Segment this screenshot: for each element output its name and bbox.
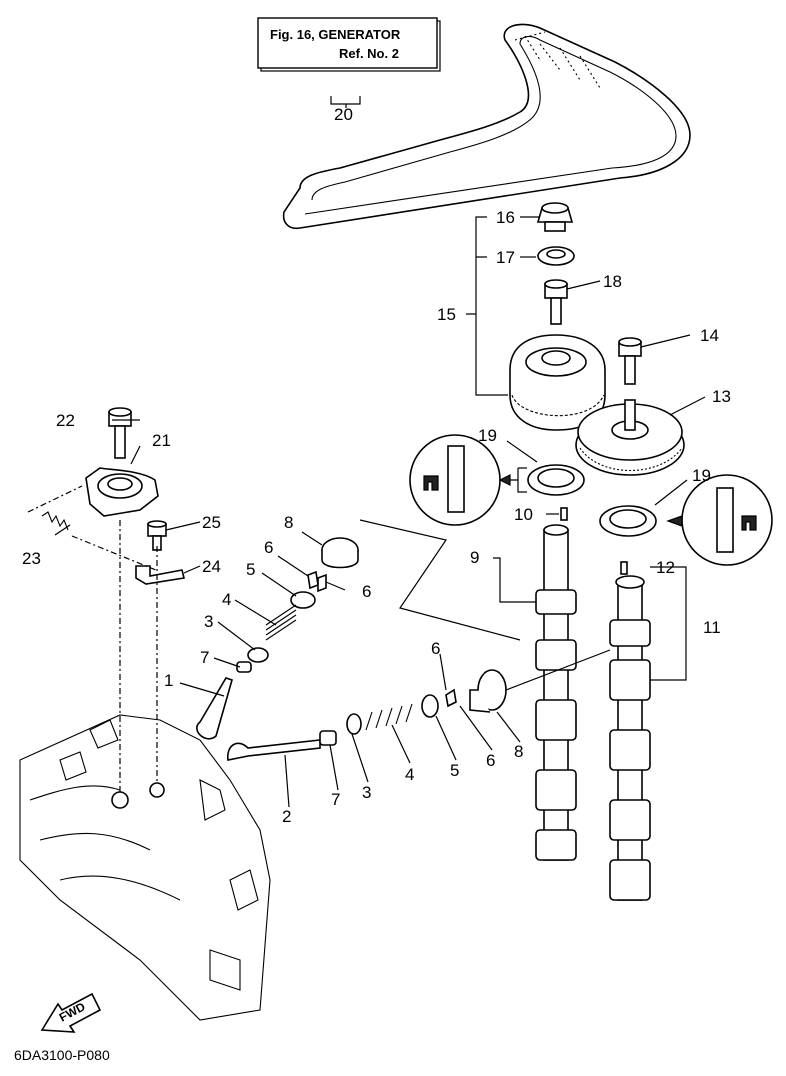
callout-2: 2 [282,807,291,826]
part-12-pin [620,561,628,575]
part-15-vvt-sprocket [509,334,606,431]
part-21-tensioner [85,467,159,517]
reference-line-1: Fig. 16, GENERATOR [270,27,401,42]
callout-23: 23 [22,549,41,568]
reference-box: Fig. 16, GENERATOR Ref. No. 2 [257,17,441,72]
callout-5a: 5 [246,560,255,579]
callout-18: 18 [603,272,622,291]
callout-6d: 6 [486,751,495,770]
reference-line-2: Ref. No. 2 [339,46,399,61]
callout-17: 17 [496,248,515,267]
callout-4a: 4 [222,590,231,609]
part-14-bolt [618,337,642,385]
callout-5b: 5 [450,761,459,780]
part-13-exhaust-sprocket [575,399,685,476]
callout-20: 20 [334,105,353,124]
valve-train-upper [196,537,359,740]
callout-8a: 8 [284,513,293,532]
callout-9: 9 [470,548,479,567]
callout-16: 16 [496,208,515,227]
part-17-washer [537,246,575,266]
callout-6b: 6 [362,582,371,601]
callout-10: 10 [514,505,533,524]
cylinder-head-sketch [19,714,271,1021]
callout-25: 25 [202,513,221,532]
callout-4b: 4 [405,765,414,784]
callout-12: 12 [656,558,675,577]
callout-11: 11 [703,618,721,637]
callout-14: 14 [700,326,719,345]
leader-lines [54,216,706,808]
callout-15: 15 [437,305,456,324]
callout-8b: 8 [514,742,523,761]
callout-21: 21 [152,431,171,450]
callout-13: 13 [712,387,731,406]
callout-6a: 6 [264,538,273,557]
callout-3b: 3 [362,783,371,802]
part-24-bracket [135,565,185,585]
part-9-intake-camshaft [535,524,577,861]
callout-22: 22 [56,411,75,430]
callout-7a: 7 [200,648,209,667]
callout-1: 1 [164,671,173,690]
part-11-exhaust-camshaft [609,575,651,901]
part-25-bolt [147,520,167,551]
part-19-oil-seal-left [527,464,585,496]
valve-train-lower [227,649,611,761]
part-19-oil-seal-right [599,505,657,537]
timing-belt [282,23,691,230]
callout-19a: 19 [478,426,497,445]
callout-3a: 3 [204,612,213,631]
diagram-code: 6DA3100-P080 [14,1047,110,1063]
part-16-cap-bolt [536,202,574,232]
callout-7b: 7 [331,790,340,809]
callout-6c: 6 [431,639,440,658]
fwd-direction-badge: FWD [40,992,102,1033]
callout-19b: 19 [692,466,711,485]
part-18-bolt [544,279,568,325]
lubricate-indicator-right [666,474,773,566]
part-22-bolt [108,407,132,459]
part-23-spring [41,511,69,531]
part-10-pin [560,507,568,521]
callout-numbers: 20 16 17 18 15 14 13 19 19 10 9 12 11 22… [22,105,731,826]
bracket-20 [330,96,361,108]
lubricate-indicator-left [409,434,527,526]
callout-24: 24 [202,557,221,576]
